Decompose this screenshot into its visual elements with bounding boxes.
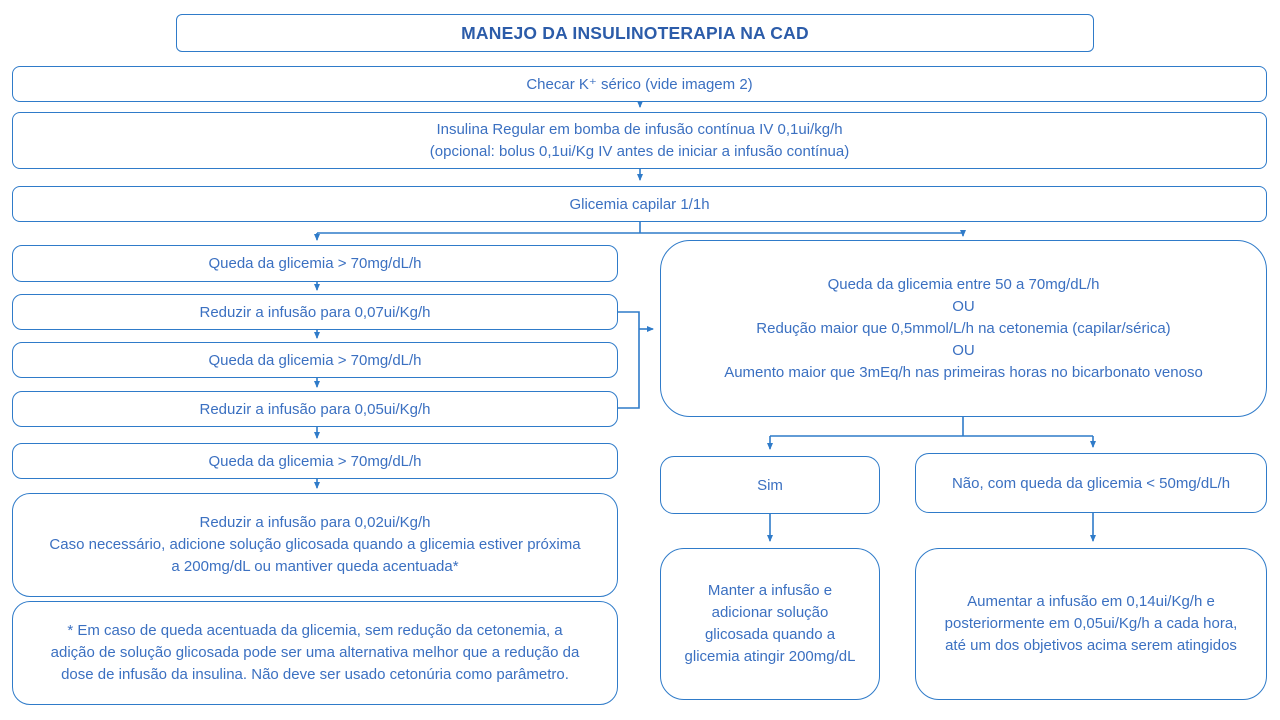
node-yes: Sim (660, 456, 880, 514)
node-insulin-infusion: Insulina Regular em bomba de infusão con… (12, 112, 1267, 169)
split-bar-criterios (770, 417, 1093, 437)
node-glycemia-drop-70-3: Queda da glicemia > 70mg/dL/h (12, 443, 618, 479)
node-footnote: * Em caso de queda acentuada da glicemia… (12, 601, 618, 705)
node-reduce-infusion-007: Reduzir a infusão para 0,07ui/Kg/h (12, 294, 618, 330)
node-capillary-glycemia: Glicemia capilar 1/1h (12, 186, 1267, 222)
node-no-glycemia-drop-50: Não, com queda da glicemia < 50mg/dL/h (915, 453, 1267, 513)
node-glycemia-drop-70-2: Queda da glicemia > 70mg/dL/h (12, 342, 618, 378)
flowchart-title: MANEJO DA INSULINOTERAPIA NA CAD (176, 14, 1094, 52)
node-increase-infusion: Aumentar a infusão em 0,14ui/Kg/h e post… (915, 548, 1267, 700)
node-improvement-criteria: Queda da glicemia entre 50 a 70mg/dL/h O… (660, 240, 1267, 417)
node-glycemia-drop-70-1: Queda da glicemia > 70mg/dL/h (12, 245, 618, 282)
node-check-serum-potassium: Checar K⁺ sérico (vide imagem 2) (12, 66, 1267, 102)
split-bar-glicemia (317, 222, 963, 234)
node-reduce-infusion-005: Reduzir a infusão para 0,05ui/Kg/h (12, 391, 618, 427)
node-reduce-infusion-002: Reduzir a infusão para 0,02ui/Kg/h Caso … (12, 493, 618, 597)
node-maintain-infusion: Manter a infusão e adicionar solução gli… (660, 548, 880, 700)
loop-reduzir-to-criterios (618, 311, 640, 409)
